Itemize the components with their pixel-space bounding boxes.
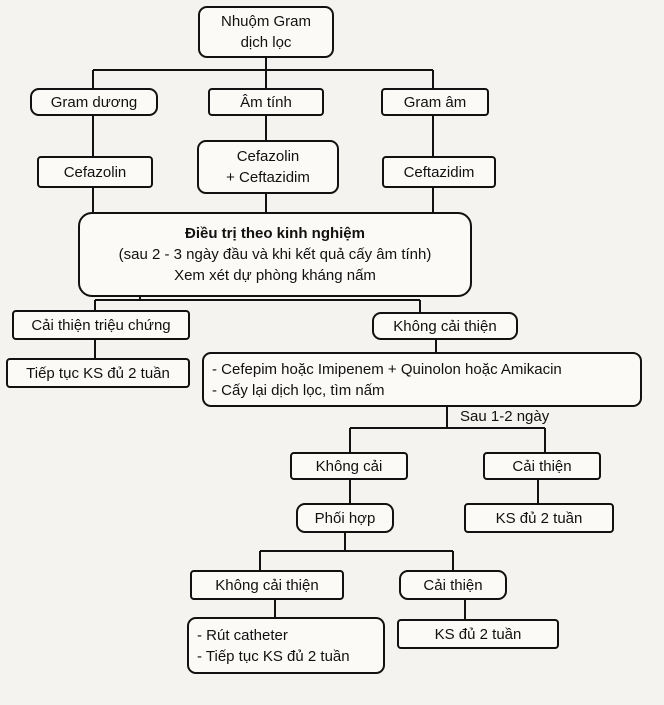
ks-two-weeks-b-label: KS đủ 2 tuần	[434, 625, 522, 643]
improved-symptoms-label: Cải thiện triệu chứng	[31, 316, 171, 334]
regimen-line2: - Cấy lại dịch lọc, tìm nấm	[212, 381, 385, 399]
continue-antibiotics-label: Tiếp tục KS đủ 2 tuần	[26, 364, 170, 382]
no-change-node: Không cải	[290, 452, 408, 480]
start-node: Nhuộm Gram dịch lọc	[198, 6, 334, 58]
empiric-treatment-node: Điều trị theo kinh nghiệm (sau 2 - 3 ngà…	[78, 212, 472, 297]
after-days-label: Sau 1-2 ngày	[460, 408, 550, 425]
gram-negative-label: Gram âm	[403, 93, 467, 111]
drug-negative-culture-node: Cefazolin + Ceftazidim	[197, 140, 339, 194]
start-line1: Nhuộm Gram	[220, 13, 312, 30]
no-change-label: Không cải	[315, 457, 383, 475]
drug-negative-culture-line2: + Ceftazidim	[226, 169, 310, 186]
drug-gram-positive-node: Cefazolin	[37, 156, 153, 188]
improved-third-label: Cải thiện	[423, 576, 483, 594]
not-improved-node: Không cải thiện	[372, 312, 518, 340]
not-improved-second-label: Không cải thiện	[215, 576, 319, 594]
drug-gram-negative-node: Ceftazidim	[382, 156, 496, 188]
empiric-line2: (sau 2 - 3 ngày đầu và khi kết quả cấy â…	[118, 246, 432, 263]
final-line2: - Tiếp tục KS đủ 2 tuần	[197, 647, 350, 665]
gram-negative-node: Gram âm	[381, 88, 489, 116]
combine-label: Phối hợp	[314, 509, 376, 527]
ks-two-weeks-b-node: KS đủ 2 tuần	[397, 619, 559, 649]
final-actions-node: - Rút catheter - Tiếp tục KS đủ 2 tuần	[187, 617, 385, 674]
final-line1: - Rút catheter	[197, 626, 288, 644]
negative-culture-node: Âm tính	[208, 88, 324, 116]
negative-culture-label: Âm tính	[240, 93, 292, 111]
drug-gram-negative-label: Ceftazidim	[403, 163, 475, 181]
not-improved-second-node: Không cải thiện	[190, 570, 344, 600]
continue-antibiotics-node: Tiếp tục KS đủ 2 tuần	[6, 358, 190, 388]
drug-negative-culture-line1: Cefazolin	[236, 148, 300, 165]
empiric-line3: Xem xét dự phòng kháng nấm	[174, 267, 376, 284]
empiric-title: Điều trị theo kinh nghiệm	[184, 225, 365, 242]
combine-node: Phối hợp	[296, 503, 394, 533]
gram-positive-label: Gram dương	[50, 93, 138, 111]
regimen-line1: - Cefepim hoặc Imipenem + Quinolon hoặc …	[212, 360, 562, 378]
improved-symptoms-node: Cải thiện triệu chứng	[12, 310, 190, 340]
start-line2: dịch lọc	[240, 34, 292, 51]
improved-after-days-label: Cải thiện	[512, 457, 572, 475]
gram-positive-node: Gram dương	[30, 88, 158, 116]
ks-two-weeks-a-label: KS đủ 2 tuần	[495, 509, 583, 527]
improved-after-days-node: Cải thiện	[483, 452, 601, 480]
regimen-node: - Cefepim hoặc Imipenem + Quinolon hoặc …	[202, 352, 642, 407]
improved-third-node: Cải thiện	[399, 570, 507, 600]
ks-two-weeks-a-node: KS đủ 2 tuần	[464, 503, 614, 533]
drug-gram-positive-label: Cefazolin	[63, 163, 127, 181]
not-improved-label: Không cải thiện	[393, 317, 497, 335]
